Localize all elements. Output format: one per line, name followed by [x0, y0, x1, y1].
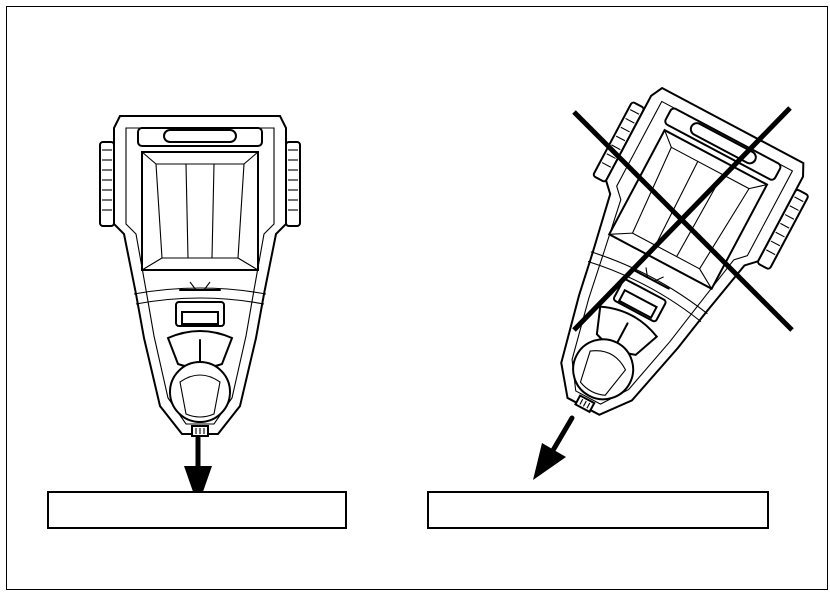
- flat-target-surface: [47, 491, 347, 529]
- device-tilted-view-icon: [493, 77, 823, 457]
- device-top-view-icon: [99, 115, 301, 437]
- diagram-frame: [6, 6, 828, 590]
- arrow-diagonal-icon: [533, 415, 575, 480]
- prohibited-cross-icon: [572, 106, 794, 332]
- flat-target-surface: [427, 491, 769, 529]
- arrow-down-icon: [184, 435, 212, 506]
